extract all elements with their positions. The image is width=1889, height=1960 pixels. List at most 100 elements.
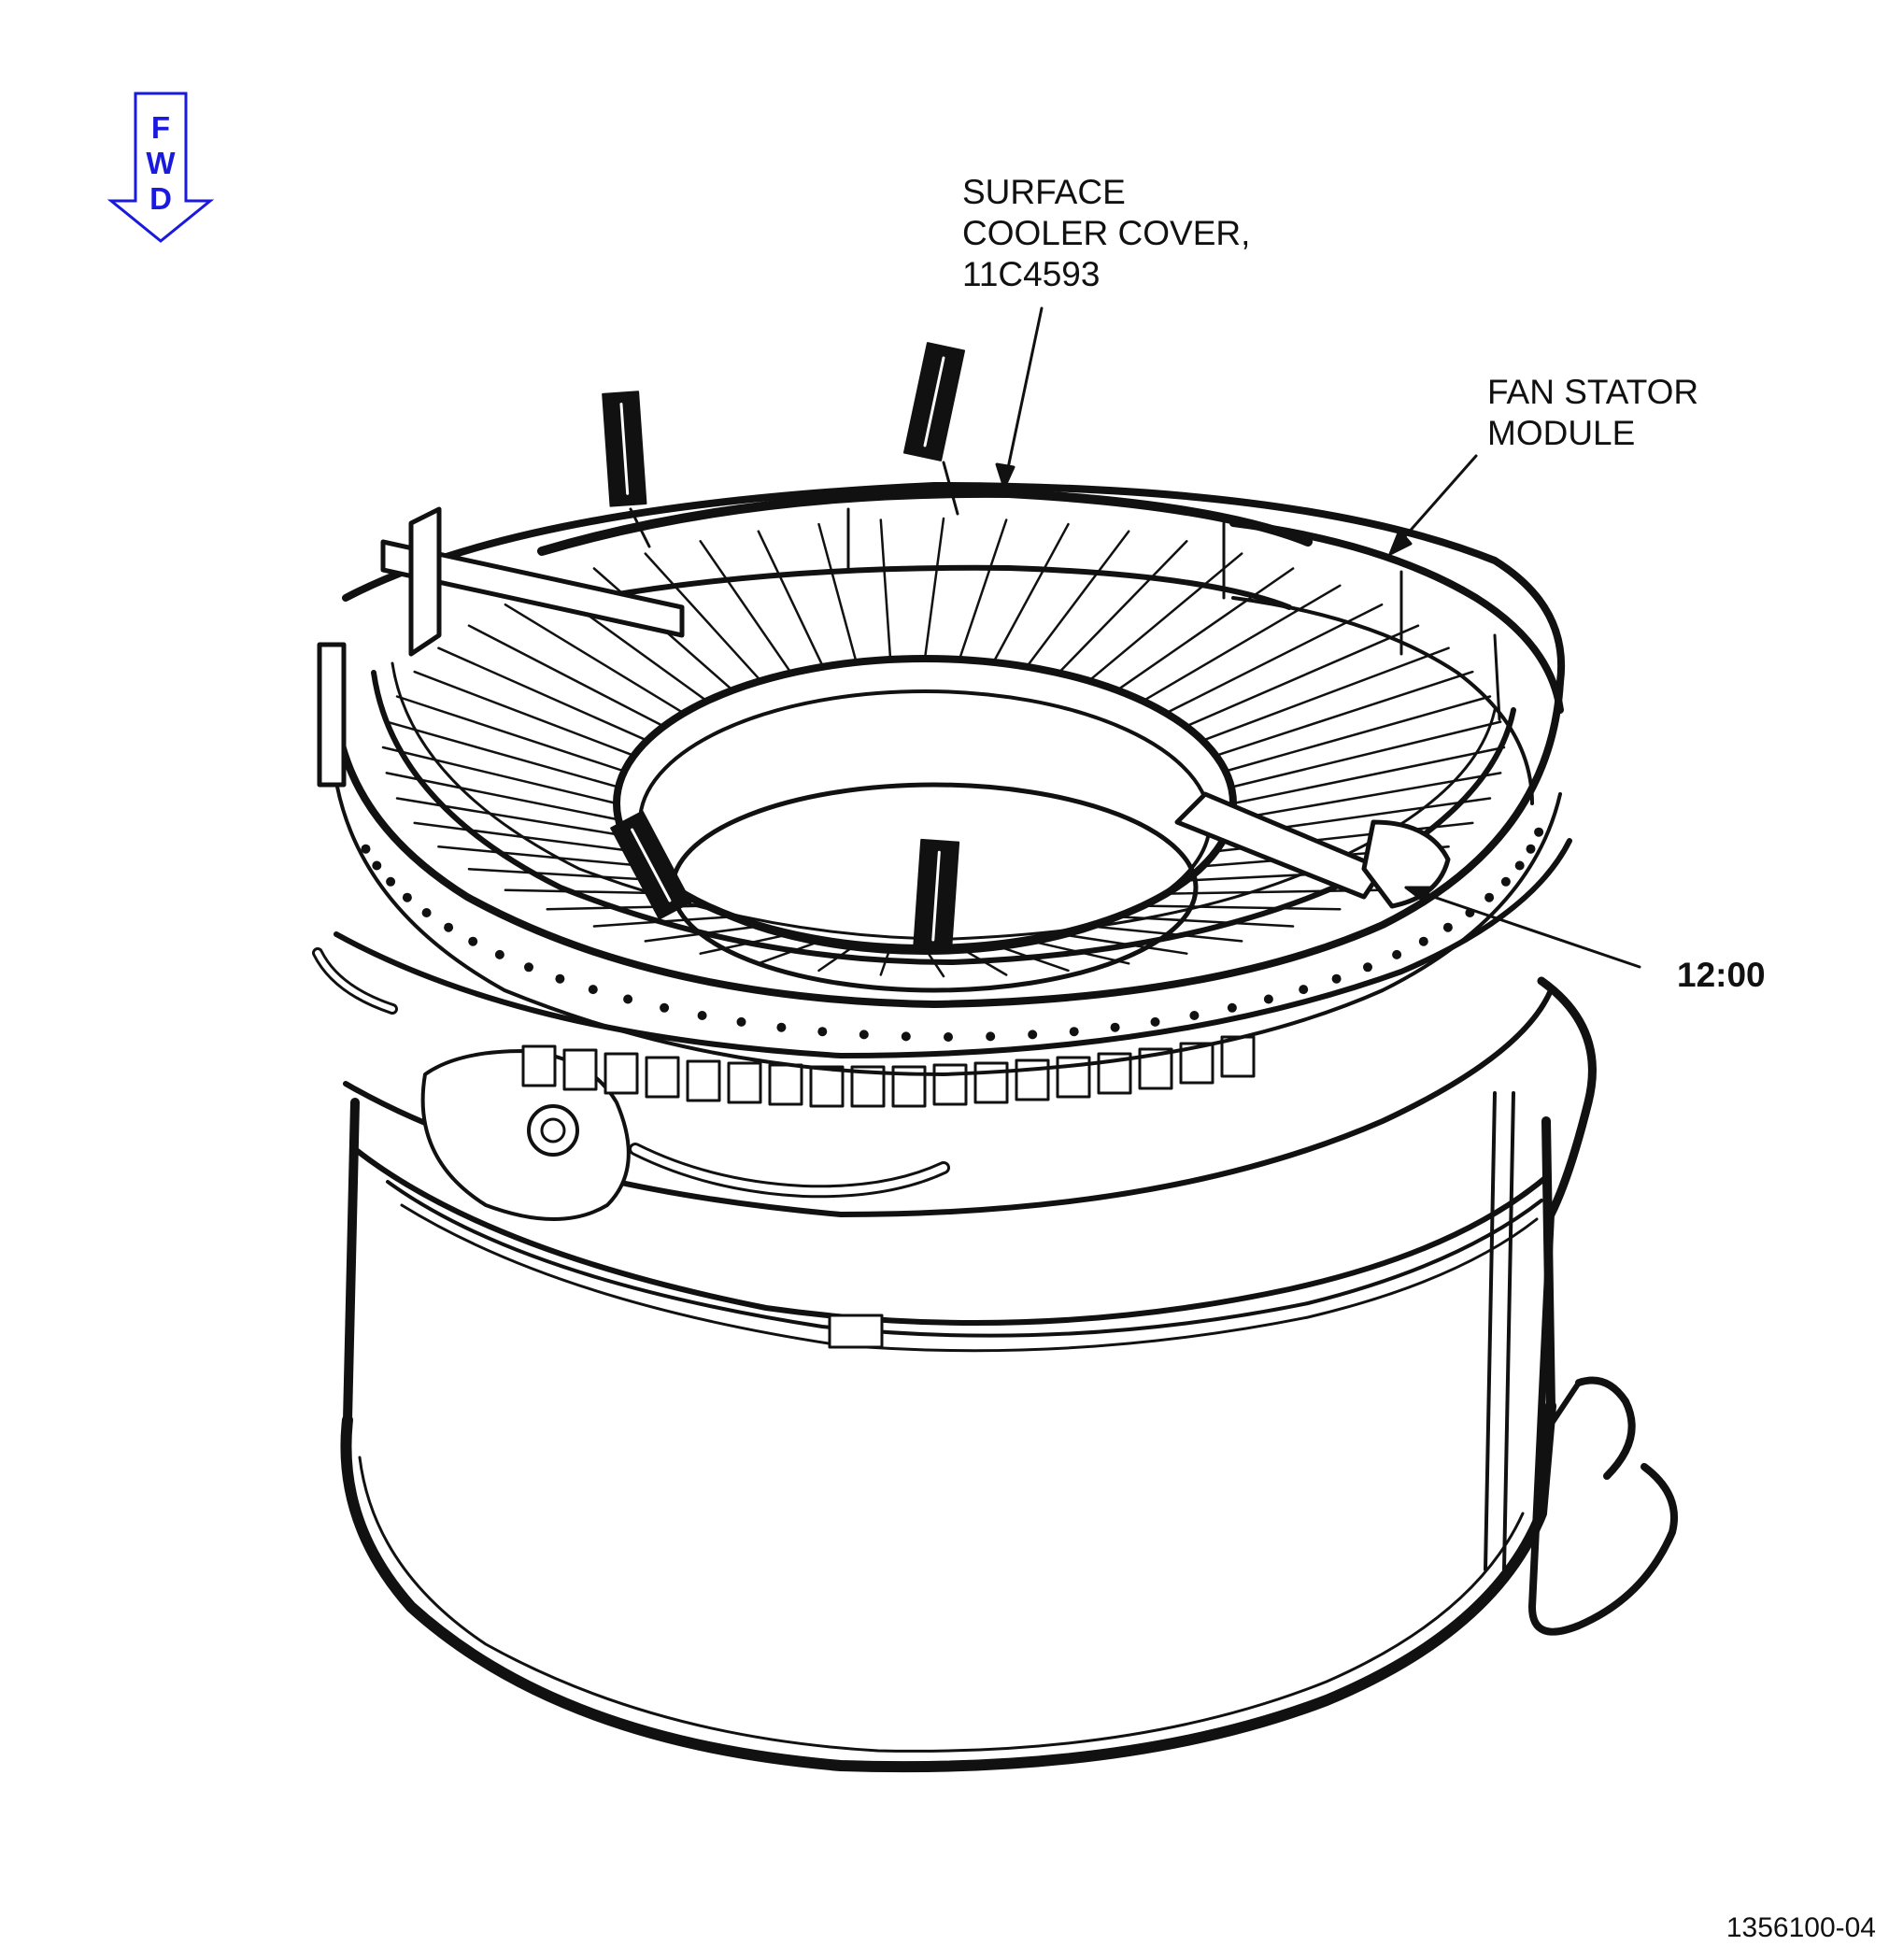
bolt-dot bbox=[944, 1032, 953, 1042]
stator-vane bbox=[992, 522, 1070, 664]
bolt-dot bbox=[524, 962, 533, 973]
stator-vane bbox=[699, 932, 793, 955]
bolt-dot bbox=[623, 994, 633, 1004]
stator-vane bbox=[992, 943, 1070, 973]
bolt-dot bbox=[1189, 1011, 1200, 1020]
stator-vane bbox=[1185, 624, 1420, 728]
callout-surface-cooler-cover: SURFACE COOLER COVER, 11C4593 bbox=[962, 172, 1250, 295]
bolt-dot bbox=[1442, 922, 1453, 932]
stator-vane bbox=[817, 522, 858, 664]
actuator-boss bbox=[527, 1104, 579, 1157]
stator-vane bbox=[757, 939, 825, 965]
outer-ring-top bbox=[342, 482, 1566, 686]
stator-vane bbox=[1231, 746, 1506, 805]
bolt-dot bbox=[361, 844, 371, 854]
accessory-band bbox=[312, 838, 1572, 1221]
stator-vane bbox=[1115, 567, 1295, 692]
bolt-pattern bbox=[361, 827, 1544, 1042]
stator-vane bbox=[817, 943, 858, 973]
bolt-dot bbox=[386, 876, 396, 887]
stator-vane bbox=[644, 924, 762, 943]
bolt-dot bbox=[1418, 936, 1428, 946]
flag-hub-left bbox=[610, 810, 692, 920]
bolt-dot bbox=[1484, 892, 1495, 902]
stator-vane bbox=[1057, 540, 1188, 675]
stator-vane bbox=[1224, 695, 1492, 773]
leader-fan-stator bbox=[1390, 454, 1478, 553]
stator-vane bbox=[958, 945, 1008, 976]
bolt-dot bbox=[494, 949, 504, 959]
stator-vane bbox=[1142, 904, 1342, 911]
stator-vane bbox=[1025, 939, 1130, 965]
stator-vane bbox=[1201, 646, 1450, 742]
callout-fan-stator-module: FAN STATOR MODULE bbox=[1487, 372, 1698, 454]
leader-clock-position bbox=[1404, 886, 1641, 969]
stator-vane bbox=[437, 845, 648, 868]
stator-vane bbox=[1087, 552, 1243, 683]
bolt-dot bbox=[817, 1027, 828, 1037]
bolt-dot bbox=[1526, 844, 1536, 854]
callout-clock-position-text: 12:00 bbox=[1677, 956, 1766, 994]
stator-vane bbox=[923, 946, 945, 978]
callout-clock-position: 12:00 bbox=[1677, 955, 1766, 996]
bolt-dot bbox=[444, 922, 454, 932]
bolt-dot bbox=[1331, 973, 1342, 984]
bolt-dot bbox=[1392, 949, 1402, 959]
bolt-dot bbox=[736, 1016, 746, 1027]
callout-fan-stator-line-1: FAN STATOR bbox=[1487, 373, 1699, 411]
hose-2-core bbox=[315, 950, 395, 1012]
stator-vane bbox=[467, 868, 665, 882]
fwd-letter-w: W bbox=[146, 146, 176, 180]
bolt-dot bbox=[555, 973, 565, 984]
stator-vane bbox=[395, 797, 626, 837]
stator-vane bbox=[1229, 772, 1502, 821]
stator-segment-top bbox=[1229, 519, 1564, 714]
stator-vane bbox=[1142, 584, 1342, 703]
stator-vane bbox=[1164, 603, 1384, 715]
bolt-dot bbox=[1227, 1002, 1237, 1013]
stator-vane bbox=[757, 530, 825, 668]
stator-vane bbox=[437, 646, 648, 742]
bolt-dot bbox=[1500, 876, 1511, 887]
stator-vane bbox=[395, 695, 626, 773]
bolt-dot bbox=[859, 1030, 869, 1040]
bolt-dot bbox=[1534, 827, 1544, 837]
leader-lines bbox=[995, 306, 1641, 969]
stator-vane bbox=[699, 540, 793, 675]
lower-flange-band bbox=[352, 1146, 1549, 1326]
stator-vane bbox=[413, 670, 635, 758]
bolt-dot bbox=[697, 1011, 707, 1020]
surface-cooler-cover bbox=[537, 488, 1313, 610]
leader-surface-cooler bbox=[1002, 306, 1044, 488]
fwd-label: F W D bbox=[140, 110, 181, 217]
stator-vane bbox=[1087, 924, 1243, 943]
lower-flange-band-3 bbox=[400, 1203, 1539, 1353]
hose-1-core bbox=[632, 1145, 947, 1196]
lower-flange-band-2 bbox=[386, 1180, 1543, 1338]
bolt-dot bbox=[402, 892, 412, 902]
stator-vane bbox=[958, 518, 1008, 661]
stator-vane bbox=[1115, 915, 1295, 928]
actuator-cylinder bbox=[420, 1049, 631, 1221]
bolt-dot bbox=[1514, 860, 1525, 871]
stator-vane bbox=[381, 746, 618, 805]
bolt-dot bbox=[776, 1022, 787, 1032]
stator-vane bbox=[879, 945, 892, 976]
flag-left bbox=[602, 391, 647, 507]
stator-vane bbox=[879, 518, 892, 661]
stator-vane bbox=[592, 915, 734, 928]
bolt-dot bbox=[588, 985, 598, 995]
right-harness bbox=[1484, 976, 1678, 1636]
stator-vane bbox=[413, 821, 635, 853]
bolt-dot bbox=[1110, 1022, 1120, 1032]
stator-segment-inner bbox=[1231, 596, 1534, 805]
lower-case-bottom-rim-inner bbox=[358, 1456, 1525, 1753]
bolt-dot bbox=[1363, 962, 1372, 973]
bolt-dot bbox=[421, 908, 432, 917]
fwd-letter-d: D bbox=[149, 181, 172, 216]
fwd-letter-f: F bbox=[150, 110, 171, 145]
split-line-plate bbox=[828, 1314, 884, 1349]
stator-vane bbox=[1214, 670, 1474, 758]
stator-vane bbox=[1025, 530, 1130, 668]
